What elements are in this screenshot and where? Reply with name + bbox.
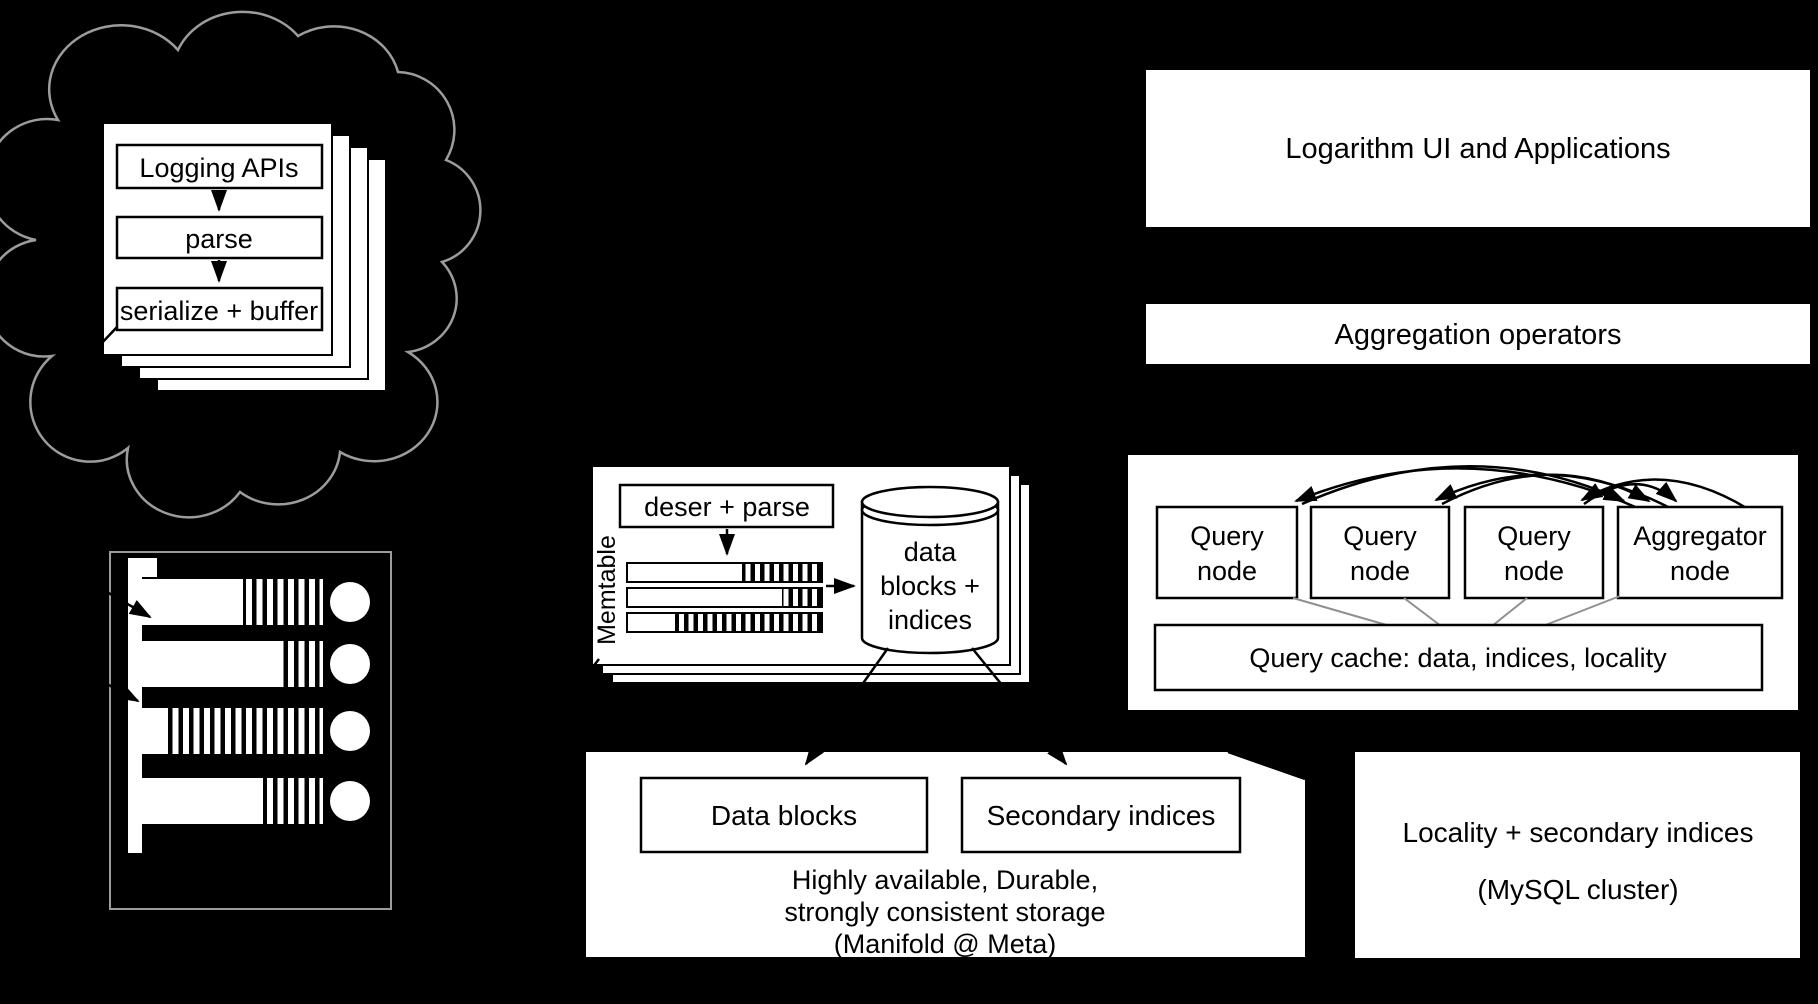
query-node-1-label-line1: Query	[1190, 521, 1264, 551]
aggregator-node-box	[1616, 505, 1784, 600]
arrow-qn1-to-agg	[1301, 465, 1626, 506]
storage-caption-3: (Manifold @ Meta)	[834, 929, 1056, 959]
ingestion-content: Memtable deser + parse data blocks + ind…	[584, 483, 1000, 678]
query-node-1-box	[1155, 505, 1299, 600]
serialize-buffer-box	[115, 286, 324, 332]
storage-callout-line	[1227, 750, 1306, 781]
cylinder-label-3: indices	[888, 605, 972, 635]
stream-endpoint-circle	[330, 711, 370, 751]
query-node-3-box	[1463, 505, 1605, 600]
mysql-label-line2: (MySQL cluster)	[1477, 874, 1678, 905]
client-pipeline: Logging APIs parse serialize + buffer	[99, 143, 324, 346]
cache-line-agg	[1542, 595, 1621, 627]
stream-row-1	[138, 579, 370, 625]
memtable-row-3-hatch	[675, 614, 822, 631]
memtable-label: Memtable	[593, 535, 621, 645]
aggregator-node-label-line2: node	[1670, 556, 1730, 586]
query-node-2-box	[1309, 505, 1451, 600]
cache-line-qn2	[1403, 597, 1442, 627]
ui-applications-label: Logarithm UI and Applications	[1285, 133, 1670, 165]
query-cache-box	[1153, 623, 1764, 692]
client-page-corner-tick	[99, 326, 118, 346]
data-blocks-label: Data blocks	[711, 800, 857, 831]
data-blocks-box	[639, 776, 929, 854]
memtable-row-1-hatch	[742, 564, 822, 581]
query-node-2-label-line2: node	[1350, 556, 1410, 586]
query-scatter-gather-arrows	[1294, 465, 1749, 511]
stream-bar-hatch	[243, 579, 322, 625]
aggregation-operators-box	[1146, 304, 1810, 364]
query-node-3-label-line2: node	[1504, 556, 1564, 586]
memtable-row-2-hatch	[782, 589, 822, 606]
cylinder-label-2: blocks +	[880, 571, 980, 601]
aggregation-operators-label: Aggregation operators	[1335, 319, 1622, 351]
arrow-cylinder-to-datablocks	[804, 647, 890, 766]
aggregator-node-label-line1: Aggregator	[1633, 521, 1767, 551]
mysql-label-line1: Locality + secondary indices	[1403, 817, 1754, 848]
cylinder-top	[860, 485, 1000, 519]
logging-apis-label: Logging APIs	[139, 153, 298, 183]
stream-bar-hatch	[283, 641, 322, 687]
ingestion-page-corner-tick	[584, 658, 600, 678]
deser-parse-box	[618, 483, 835, 529]
query-node-1-label-line2: node	[1197, 556, 1257, 586]
log-streams-border	[109, 551, 392, 910]
stream-endpoint-circle	[330, 781, 370, 821]
parse-box	[115, 215, 324, 260]
mysql-box	[1355, 752, 1800, 958]
query-node-2-label-line1: Query	[1343, 521, 1417, 551]
cache-line-qn1	[1292, 597, 1391, 627]
query-node-3-label-line1: Query	[1497, 521, 1571, 551]
data-blocks-cylinder: data blocks + indices	[860, 485, 1000, 655]
query-cache-label: Query cache: data, indices, locality	[1249, 643, 1667, 673]
incoming-arrow-2	[95, 676, 140, 703]
parse-label: parse	[185, 224, 253, 254]
stream-endpoint-circle	[330, 582, 370, 622]
stream-endpoint-circle	[330, 644, 370, 684]
log-streams-box	[95, 551, 392, 910]
cache-connector-lines	[1292, 595, 1621, 627]
ui-applications-box	[1146, 70, 1810, 227]
cache-line-qn3	[1491, 597, 1528, 627]
cylinder-label-1: data	[904, 537, 958, 567]
stream-bar-hatch	[165, 708, 322, 754]
deser-parse-label: deser + parse	[644, 492, 810, 522]
query-node-row: Query node Query node Query node Aggrega…	[1155, 505, 1784, 600]
secondary-indices-label: Secondary indices	[987, 800, 1216, 831]
cloud-outline	[0, 10, 482, 519]
stream-row-4	[138, 778, 370, 824]
incoming-arrow-1	[99, 586, 152, 619]
storage-caption-1: Highly available, Durable,	[792, 865, 1098, 895]
secondary-indices-box	[960, 776, 1242, 854]
stream-row-3	[138, 708, 370, 754]
stream-row-2	[138, 641, 370, 687]
storage-content: Data blocks Secondary indices Highly ava…	[639, 776, 1242, 959]
arrow-cylinder-to-secondary	[971, 647, 1068, 766]
serialize-buffer-label: serialize + buffer	[120, 296, 318, 326]
logging-apis-box	[115, 143, 324, 190]
arrow-qn3-to-agg	[1583, 481, 1678, 506]
storage-caption-2: strongly consistent storage	[784, 897, 1105, 927]
stream-bar-hatch	[263, 778, 322, 824]
arrow-qn2-to-agg	[1441, 473, 1651, 506]
cylinder-body	[860, 500, 1000, 655]
